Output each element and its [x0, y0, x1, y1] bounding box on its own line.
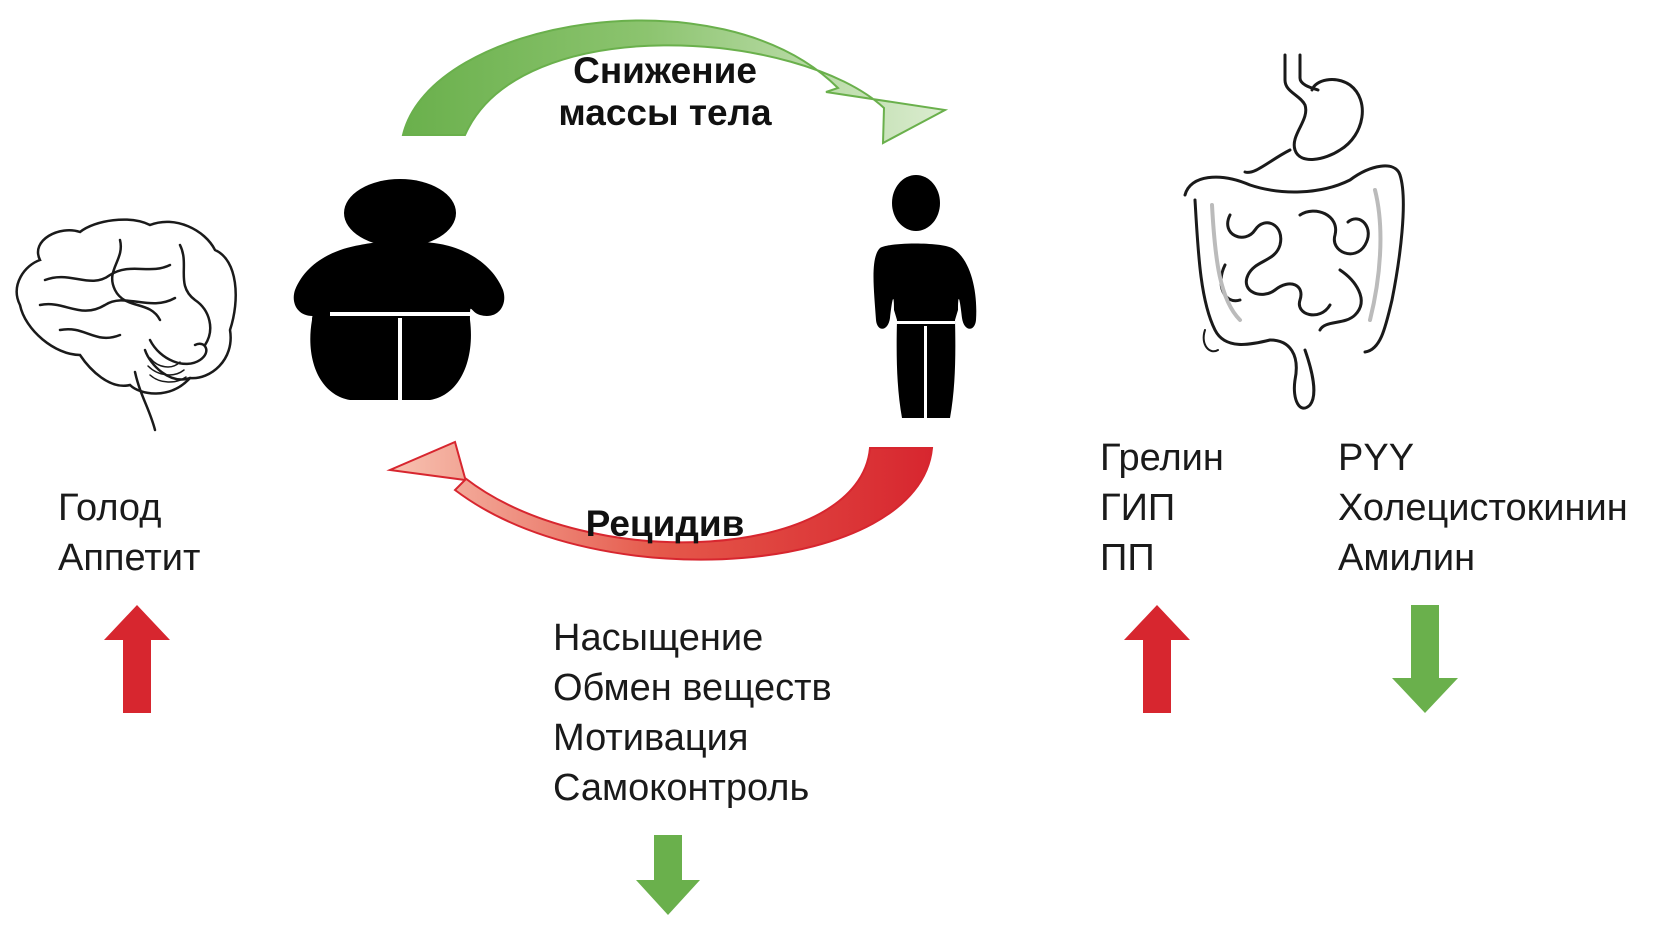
obese-person-icon: [293, 179, 505, 400]
weight-loss-arrow: [401, 19, 949, 145]
list-item: Голод: [58, 487, 162, 529]
weight-loss-label-line1: Снижение: [573, 50, 757, 91]
relapse-label: Рецидив: [585, 503, 745, 544]
center-factors-list: Насыщение Обмен веществ Мотивация Самоко…: [553, 613, 832, 813]
list-item: Холецистокинин: [1338, 487, 1628, 529]
brain-factors-list: Голод Аппетит: [58, 483, 200, 583]
list-item: Амилин: [1338, 537, 1476, 579]
center-trend-down-arrow: [636, 835, 700, 915]
gut-right-hormones-list: PYY Холецистокинин Амилин: [1338, 433, 1628, 583]
weight-loss-label-line2: массы тела: [558, 92, 772, 133]
list-item: ГИП: [1100, 487, 1176, 529]
relapse-arrow: [386, 440, 934, 561]
list-item: Мотивация: [553, 717, 749, 759]
list-item: Аппетит: [58, 537, 201, 579]
slim-person-icon: [873, 175, 977, 418]
brain-icon: [15, 218, 237, 432]
gut-left-hormones-list: Грелин ГИП ПП: [1100, 433, 1224, 583]
list-item: Обмен веществ: [553, 667, 832, 709]
gut-right-trend-down-arrow: [1392, 605, 1458, 713]
brain-trend-up-arrow: [104, 605, 170, 713]
list-item: Насыщение: [553, 617, 764, 659]
list-item: ПП: [1100, 537, 1155, 579]
list-item: Самоконтроль: [553, 767, 810, 809]
digestive-system-icon: [1183, 53, 1405, 410]
list-item: PYY: [1338, 437, 1415, 479]
list-item: Грелин: [1100, 437, 1224, 479]
weight-loss-label: Снижение массы тела: [520, 52, 810, 131]
gut-left-trend-up-arrow: [1124, 605, 1190, 713]
